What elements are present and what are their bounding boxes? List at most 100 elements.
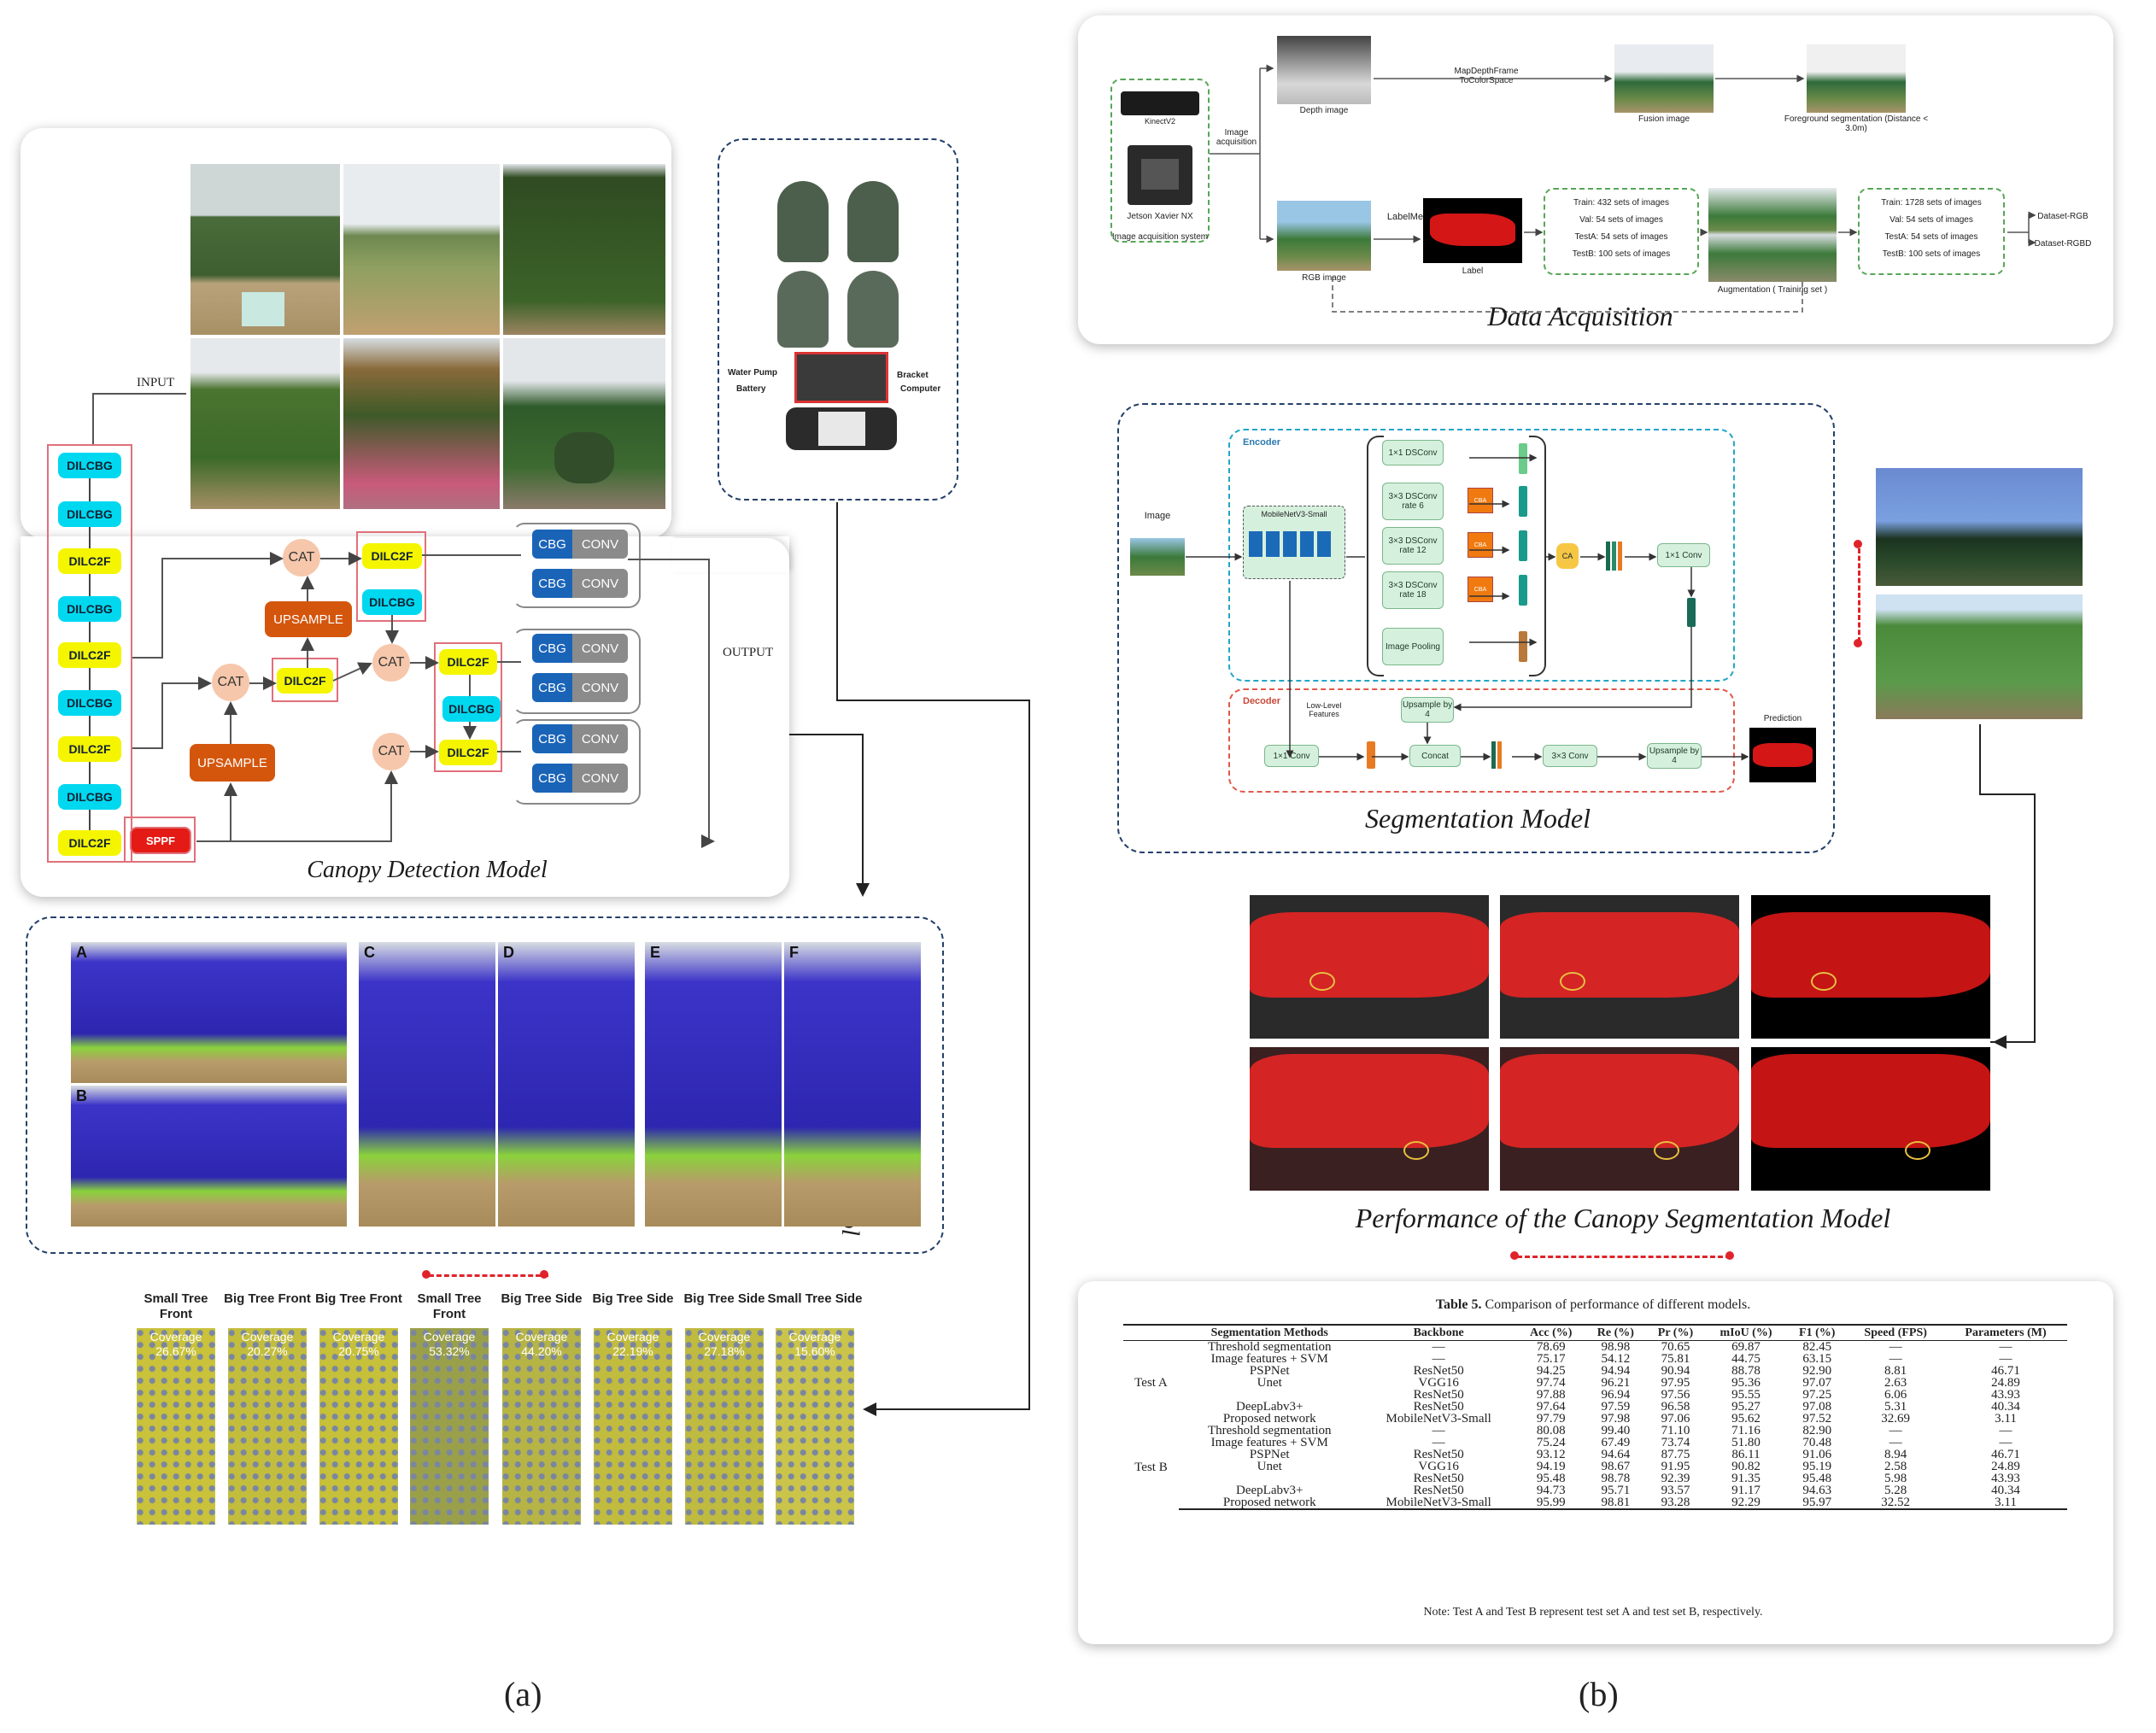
table-cell: ResNet50 <box>1413 1472 1464 1485</box>
table-cell: Unet <box>1257 1376 1282 1390</box>
table-card <box>1078 1281 2113 1644</box>
augmentation-label: Augmentation ( Training set ) <box>1717 285 1828 295</box>
table-cell: VGG16 <box>1418 1376 1459 1390</box>
coverage-word: Coverage <box>149 1330 202 1344</box>
acquisition-caption: Data Acquisition <box>1487 301 1673 331</box>
table-cell: 73.74 <box>1661 1436 1690 1449</box>
table-cell: — <box>1999 1424 2012 1437</box>
highlight-circle-icon <box>1654 1141 1679 1160</box>
robot-battery-label: Battery <box>736 384 766 394</box>
table-cell: Image features + SVM <box>1210 1436 1328 1449</box>
table-cell: — <box>1432 1424 1445 1437</box>
table-cell: 97.79 <box>1536 1412 1566 1426</box>
table-cell <box>1179 1472 1361 1484</box>
coverage-column-title: Small Tree Side <box>767 1291 863 1306</box>
table-cell: 94.73 <box>1536 1484 1566 1497</box>
coverage-word: Coverage <box>423 1330 476 1344</box>
table-cell: MobileNetV3-Small <box>1386 1412 1491 1426</box>
table-cell: 97.06 <box>1661 1412 1690 1426</box>
canopy-mask <box>1751 1054 1990 1148</box>
table-title-bold: Table 5. <box>1435 1297 1482 1312</box>
coverage-percent: 27.18% <box>704 1344 745 1358</box>
conv-label: CONV <box>572 764 628 793</box>
table-cell: 70.65 <box>1661 1340 1690 1354</box>
red-dot <box>1725 1251 1734 1260</box>
kinect-icon <box>1121 91 1199 115</box>
backbone-block-7: DILC2F <box>58 736 121 762</box>
split1-item: TestB: 100 sets of images <box>1572 249 1671 259</box>
dataset-rgb-label: Dataset-RGB <box>2037 212 2089 221</box>
conv-label: CONV <box>572 634 628 663</box>
decoder-bar-1 <box>1367 741 1375 769</box>
aspp-output-bar <box>1519 530 1527 561</box>
sppf-frame <box>124 817 196 863</box>
coverage-column-title: Big Tree Side <box>683 1291 765 1306</box>
rgb-image <box>1277 201 1371 271</box>
segmentation-result-3 <box>1751 895 1990 1039</box>
table-cell: 5.98 <box>1884 1472 1907 1485</box>
coverage-column-title: Small Tree Front <box>144 1291 208 1321</box>
cbg-label: CBG <box>532 724 573 753</box>
conv-label: CONV <box>572 530 628 559</box>
table-header-cell: Backbone <box>1360 1324 1517 1341</box>
table-cell <box>1179 1389 1361 1401</box>
backbone-block-6: DILCBG <box>58 690 121 716</box>
dataset-rgbd-label: Dataset-RGBD <box>2034 239 2092 249</box>
decoder-region <box>1228 688 1735 793</box>
segmentation-result-5 <box>1500 1047 1739 1191</box>
decoder-upsample-2: Upsample by 4 <box>1647 743 1702 769</box>
tree-photo-3 <box>503 164 665 335</box>
table-cell: PSPNet <box>1249 1364 1290 1378</box>
table-cell: 5.28 <box>1884 1484 1907 1497</box>
aspp-output-bar <box>1519 486 1527 517</box>
spray-image-C: C <box>359 942 495 1227</box>
table-cell: 24.89 <box>1991 1460 2020 1473</box>
table-cell: 6.06 <box>1884 1388 1907 1402</box>
table-cell: 82.90 <box>1802 1424 1832 1437</box>
aspp-output-bar <box>1519 575 1527 606</box>
table-cell: 93.57 <box>1661 1484 1690 1497</box>
segmentation-result-1 <box>1250 895 1489 1039</box>
table-header-cell: mIoU (%) <box>1704 1324 1788 1341</box>
neck-dilcbg-1: DILCBG <box>362 589 422 615</box>
table-cell: 97.74 <box>1536 1376 1566 1390</box>
prediction-label: Prediction <box>1763 714 1802 723</box>
split2-item: TestB: 100 sets of images <box>1882 249 1981 259</box>
table-cell: — <box>1889 1436 1902 1449</box>
canopy-mask <box>1500 1054 1739 1148</box>
split2-item: Train: 1728 sets of images <box>1881 198 1982 208</box>
robot-bracket-label: Bracket <box>897 371 929 380</box>
detection-arrows <box>132 552 715 848</box>
tree-photo-2 <box>343 164 500 335</box>
spraying-box <box>26 916 944 1254</box>
table-cell: 94.64 <box>1601 1448 1631 1461</box>
robot-computer-label: Computer <box>900 384 941 394</box>
fusion-image <box>1614 44 1714 113</box>
table-cell: 71.16 <box>1731 1424 1761 1437</box>
table-cell: 63.15 <box>1802 1352 1832 1366</box>
table-cell: 32.69 <box>1881 1412 1911 1426</box>
table-cell: 8.81 <box>1884 1364 1907 1378</box>
red-dashed-connector-2 <box>429 1274 548 1277</box>
data-acquisition-card <box>1078 15 2113 344</box>
table-cell: 94.19 <box>1536 1460 1566 1473</box>
table-cell: 75.17 <box>1536 1352 1566 1366</box>
split2-item: Val: 54 sets of images <box>1889 215 1973 225</box>
upsample-block-1: UPSAMPLE <box>265 601 352 637</box>
spray-image-E: E <box>645 942 782 1227</box>
table-cell: — <box>1889 1340 1902 1354</box>
cba-block: CBA <box>1468 488 1493 513</box>
table-cell: Proposed network <box>1178 1496 1361 1510</box>
table-cell: 96.94 <box>1601 1388 1631 1402</box>
aspp-output-bar <box>1519 631 1527 662</box>
table-cell: — <box>1432 1340 1445 1354</box>
encoder-conv1x1: 1×1 Conv <box>1657 543 1710 567</box>
